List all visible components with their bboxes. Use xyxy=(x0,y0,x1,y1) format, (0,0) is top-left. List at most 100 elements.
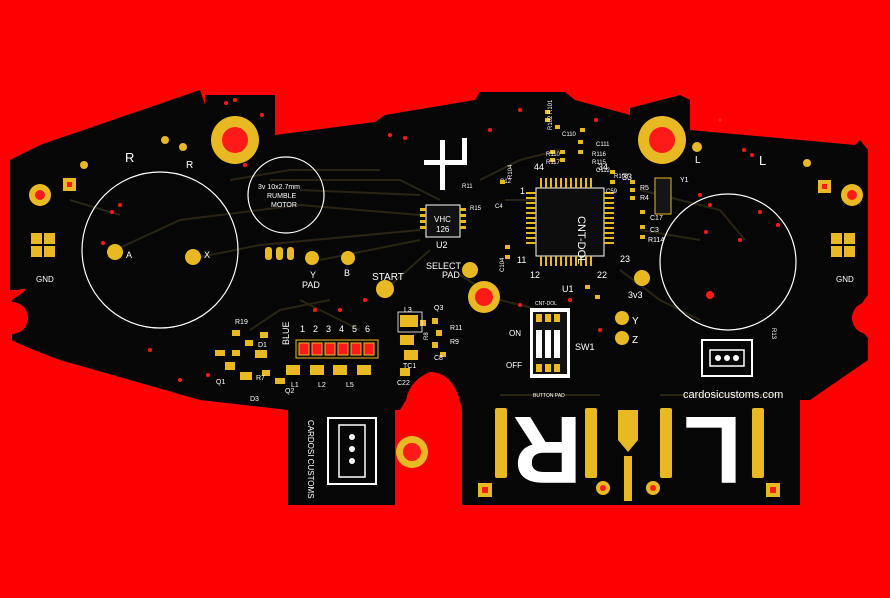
label-brand-vertical: CARDOSI CUSTOMS xyxy=(306,420,315,499)
label-r4: R4 xyxy=(640,195,649,202)
label-l-small: L xyxy=(695,155,701,166)
label-r11: R11 xyxy=(462,184,473,190)
label-led-2: 2 xyxy=(313,324,318,334)
label-pin33: 33 xyxy=(622,172,632,182)
label-u2: U2 xyxy=(436,240,448,250)
label-r-small: R xyxy=(186,160,193,171)
chip-u1: CNT-DOL 1 11 12 22 23 33 34 44 U1 xyxy=(517,162,632,294)
label-gnd-right: GND xyxy=(836,275,854,284)
label-r11-lower: R11 xyxy=(450,325,462,332)
label-pin34: 34 xyxy=(598,162,608,172)
label-a: A xyxy=(126,250,132,260)
joystick-outlines xyxy=(81,171,797,331)
label-l3: L3 xyxy=(404,307,412,314)
label-r117: R117 xyxy=(546,160,561,166)
label-r103: R103 xyxy=(614,174,629,180)
right-connector: cardosicustoms.com R13 xyxy=(683,291,783,401)
label-sw1: SW1 xyxy=(575,342,595,352)
label-c111: C111 xyxy=(596,142,610,148)
label-pin12: 12 xyxy=(530,270,540,280)
label-sw-off: OFF xyxy=(506,361,522,370)
label-y-btn: Y xyxy=(632,316,639,327)
label-r102: R102 xyxy=(548,115,554,130)
chip-u2: VHC 126 U2 R11 R15 C4 C12 xyxy=(420,179,512,250)
label-z-btn: Z xyxy=(632,335,638,346)
right-shoulder: L L GND xyxy=(638,116,863,284)
label-big-l: L xyxy=(683,396,742,503)
vias xyxy=(101,98,780,382)
u1-pins xyxy=(526,178,614,266)
label-r116: R116 xyxy=(592,152,607,158)
label-r15: R15 xyxy=(470,206,482,212)
label-q1: Q1 xyxy=(216,379,225,386)
trigger-tabs: R L xyxy=(478,396,780,503)
label-c4: C4 xyxy=(495,204,503,210)
label-led-4: 4 xyxy=(339,324,344,334)
label-vhc-num: 126 xyxy=(436,225,450,234)
label-r5: R5 xyxy=(640,185,649,192)
label-y1: Y1 xyxy=(680,177,689,184)
motor-label-line2: RUMBLE xyxy=(267,193,297,200)
label-gnd-left: GND xyxy=(36,275,54,284)
label-l1: L1 xyxy=(291,382,299,389)
label-r13: R13 xyxy=(770,328,776,340)
label-c12: C12 xyxy=(500,179,512,185)
label-c3: C3 xyxy=(650,227,659,234)
label-b: B xyxy=(344,268,350,278)
rumble-motor: 3v 10x2.7mm RUMBLE MOTOR xyxy=(247,156,325,234)
label-c59: C59 xyxy=(606,189,618,195)
label-r19: R19 xyxy=(235,319,248,326)
u1-passives: Y1 R5 R4 C17 C3 R114 R103 C59 R110 R117 … xyxy=(500,99,689,299)
label-q2: Q2 xyxy=(285,388,294,395)
label-c8: C8 xyxy=(434,355,443,362)
label-cnt-dol: CNT-DOL xyxy=(575,216,587,264)
bottom-left-tab: CARDOSI CUSTOMS xyxy=(306,417,428,499)
label-led-3: 3 xyxy=(326,324,331,334)
label-tc1: TC1 xyxy=(403,363,416,370)
label-sw-bottom: BUTTON PAD xyxy=(533,393,565,399)
label-vhc: VHC xyxy=(434,215,451,224)
motor-label-line3: MOTOR xyxy=(271,202,297,209)
label-l-top: L xyxy=(759,153,766,168)
label-r101: R101 xyxy=(548,99,554,114)
label-3v3: 3v3 xyxy=(628,290,643,300)
label-pin23: 23 xyxy=(620,254,630,264)
dip-switch-sw1: SW1 ON OFF CNT-DOL BUTTON PAD xyxy=(506,301,595,399)
label-q3: Q3 xyxy=(434,305,443,312)
led-row: BLUE 1 2 3 4 5 6 xyxy=(281,321,379,359)
label-select: SELECT xyxy=(426,261,462,271)
label-select-pad: PAD xyxy=(442,270,460,280)
motor-label-line1: 3v 10x2.7mm xyxy=(258,184,300,191)
label-r8: R8 xyxy=(424,332,430,340)
t-logo xyxy=(424,138,467,190)
label-r-top: R xyxy=(125,150,134,165)
label-pad: PAD xyxy=(302,280,320,290)
label-d3: D3 xyxy=(250,396,259,403)
label-pin11: 11 xyxy=(517,255,526,265)
label-x: X xyxy=(204,250,210,260)
label-sw-top: CNT-DOL xyxy=(535,301,557,307)
left-shoulder: R R GND xyxy=(29,116,259,284)
lower-left-components: Q1 Q2 Q3 D1 D3 R19 R7 R8 R9 R11 TC1 C22 … xyxy=(215,305,462,403)
label-c110: C110 xyxy=(562,132,577,138)
label-led-6: 6 xyxy=(365,324,370,334)
label-blue: BLUE xyxy=(281,321,291,345)
label-sw-on: ON xyxy=(509,329,521,338)
label-y-pad: Y xyxy=(310,270,316,280)
label-c22: C22 xyxy=(397,380,410,387)
label-pin22: 22 xyxy=(597,270,607,280)
label-website: cardosicustoms.com xyxy=(683,389,783,401)
traces xyxy=(69,149,780,396)
label-r110: R110 xyxy=(546,152,561,158)
label-led-5: 5 xyxy=(352,324,357,334)
label-l2: L2 xyxy=(318,382,326,389)
label-u1: U1 xyxy=(562,284,574,294)
label-led-1: 1 xyxy=(300,324,305,334)
label-r7: R7 xyxy=(256,375,265,382)
label-d1: D1 xyxy=(258,342,267,349)
label-r9: R9 xyxy=(450,339,459,346)
label-r115: R115 xyxy=(592,160,607,166)
label-c112: C112 xyxy=(596,168,611,174)
